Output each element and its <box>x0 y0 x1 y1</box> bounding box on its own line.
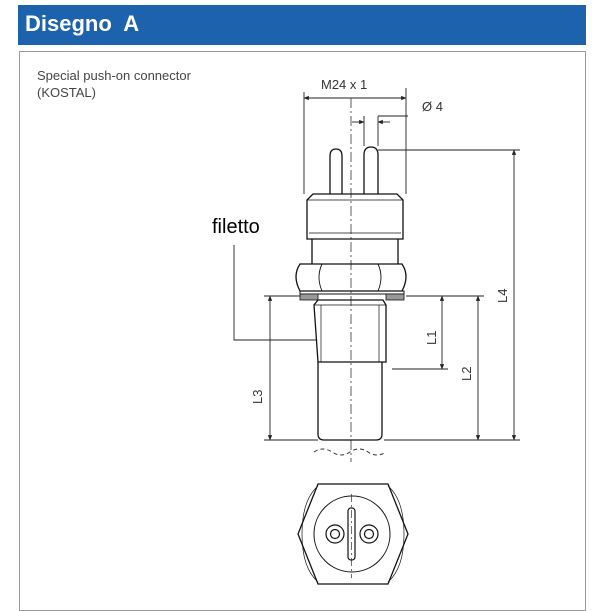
thread-label: filetto <box>212 216 260 238</box>
l4-label: L4 <box>495 289 510 303</box>
page-title: Disegno A <box>18 5 586 45</box>
connector-pin-right <box>363 146 379 194</box>
connector-housing <box>306 193 404 240</box>
top-view-pin-left <box>325 524 345 544</box>
caption-line-2: (KOSTAL) <box>37 85 96 100</box>
pin-diameter-label: Ø 4 <box>422 99 443 114</box>
probe-tip <box>317 362 383 441</box>
caption-line-1: Special push-on connector <box>37 68 191 83</box>
l1-dimension <box>392 295 448 370</box>
l3-label: L3 <box>250 390 265 404</box>
l4-dimension <box>378 149 520 441</box>
connector-pin-left <box>329 148 343 194</box>
l2-dimension <box>406 295 484 441</box>
pin-diameter-dimension <box>352 115 408 146</box>
l2-label: L2 <box>459 367 474 381</box>
connector-top-view <box>297 483 409 585</box>
l3-dimension <box>264 295 318 441</box>
thread-leader-line <box>233 245 316 341</box>
housing-neck <box>311 239 399 264</box>
top-view-pin-right <box>359 524 379 544</box>
break-line <box>313 448 387 456</box>
sealing-washer <box>299 290 405 301</box>
thread-size-dimension <box>303 88 407 194</box>
thread-size-label: M24 x 1 <box>321 77 367 92</box>
connector-caption: Special push-on connector (KOSTAL) <box>37 67 191 101</box>
l1-label: L1 <box>424 331 439 345</box>
threaded-shank <box>313 299 387 363</box>
